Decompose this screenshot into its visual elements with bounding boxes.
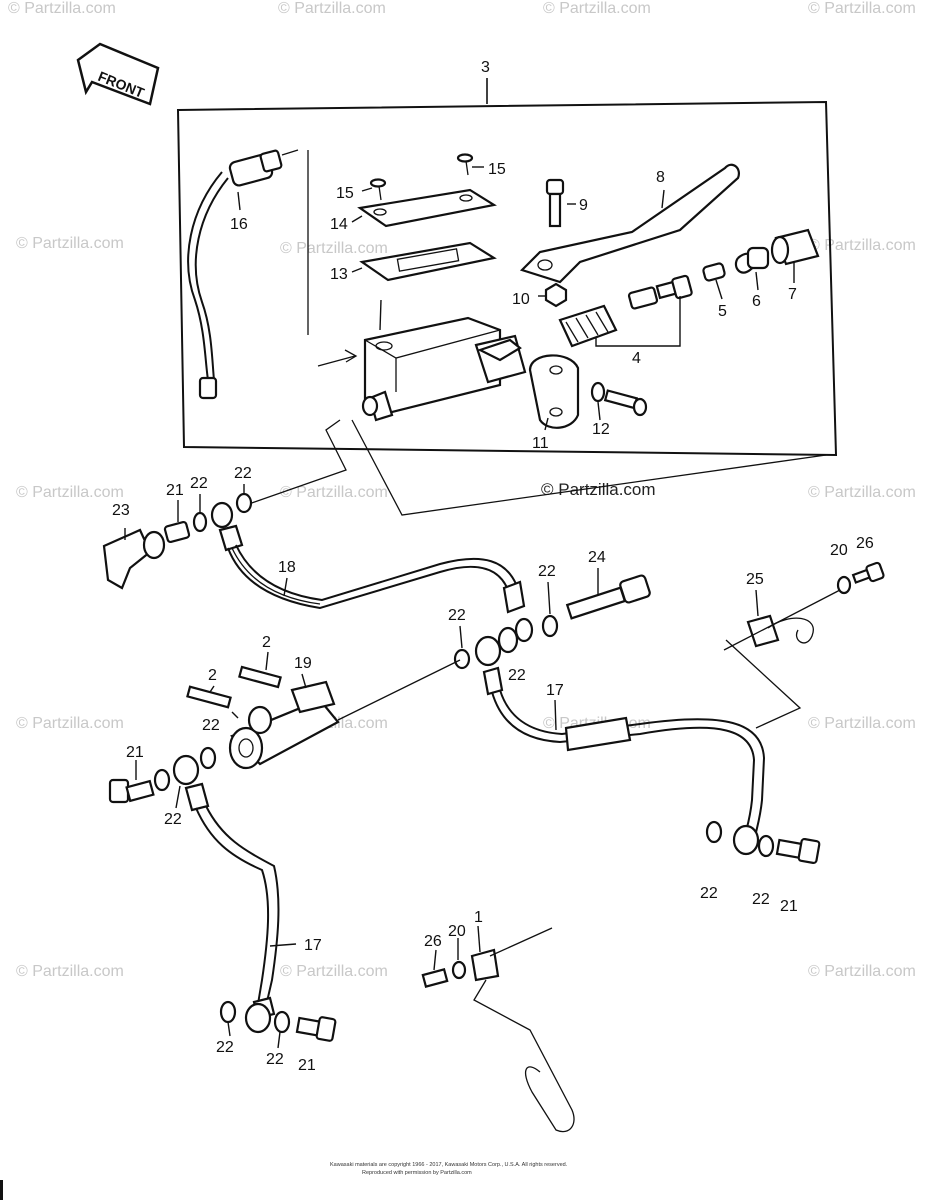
banjo-bolt <box>163 511 208 544</box>
hose-bracket <box>421 927 575 1133</box>
clamp-bolt <box>590 381 648 417</box>
watermark-text: © Partzilla.com <box>8 0 116 17</box>
label-10: 10 <box>512 291 530 308</box>
label-15: 15 <box>336 185 354 202</box>
hose-clamp <box>723 589 841 651</box>
lever-pivot-nut <box>544 282 568 308</box>
label-21: 21 <box>780 898 798 915</box>
front-direction-arrow: FRONT <box>76 42 160 106</box>
label-leaders <box>124 166 795 1049</box>
label-11: 11 <box>532 435 549 452</box>
label-21: 21 <box>126 744 144 761</box>
label-14: 14 <box>330 216 348 233</box>
watermark-text: © Partzilla.com <box>808 237 916 254</box>
watermark-text: © Partzilla.com <box>16 715 124 732</box>
handlebar-clamp <box>528 354 580 429</box>
label-21: 21 <box>298 1057 316 1074</box>
part-number-labels: 3 16 15 15 14 13 9 8 10 5 6 7 4 11 12 23… <box>112 59 874 1074</box>
label-3: 3 <box>481 59 490 76</box>
lever-boot <box>770 228 820 266</box>
label-22: 22 <box>752 891 770 908</box>
watermark-text: © Partzilla.com <box>16 235 124 252</box>
brake-light-switch <box>187 149 309 400</box>
label-4: 4 <box>632 350 641 367</box>
label-20: 20 <box>830 542 848 559</box>
label-8: 8 <box>656 169 665 186</box>
watermark-text: © Partzilla.com <box>278 0 386 17</box>
label-20: 20 <box>448 923 466 940</box>
watermark-text: © Partzilla.com <box>16 963 124 980</box>
label-17: 17 <box>546 682 564 699</box>
label-15: 15 <box>488 161 506 178</box>
label-23: 23 <box>112 502 130 519</box>
watermark-text: © Partzilla.com <box>808 963 916 980</box>
label-22: 22 <box>538 563 556 580</box>
edge-mark <box>0 1180 3 1200</box>
dust-seal <box>702 262 726 282</box>
hose-leader-lines <box>245 419 827 516</box>
lever-pivot-bolt <box>545 178 565 228</box>
spring-clip <box>734 246 770 274</box>
label-18: 18 <box>278 559 296 576</box>
label-22: 22 <box>216 1039 234 1056</box>
watermark-text: © Partzilla.com <box>808 715 916 732</box>
label-22: 22 <box>202 717 220 734</box>
label-25: 25 <box>746 571 764 588</box>
banjo-bolt-long <box>541 574 651 638</box>
label-12: 12 <box>592 421 610 438</box>
label-22: 22 <box>190 475 208 492</box>
cap-screw <box>456 153 474 176</box>
watermark-text: © Partzilla.com <box>16 484 124 501</box>
label-21: 21 <box>166 482 184 499</box>
label-2: 2 <box>262 634 271 651</box>
piston-assembly <box>558 274 693 348</box>
label-26: 26 <box>424 933 442 950</box>
label-19: 19 <box>294 655 312 672</box>
watermark-main-text: © Partzilla.com <box>541 480 656 499</box>
copyright-line: Kawasaki materials are copyright 1966 - … <box>330 1162 568 1168</box>
copyright-line: Reproduced with permission by Partzilla.… <box>362 1170 472 1176</box>
label-16: 16 <box>230 216 248 233</box>
brake-lever <box>519 163 740 284</box>
banjo-bolt-cap <box>102 528 166 590</box>
label-9: 9 <box>579 197 588 214</box>
watermark-text: © Partzilla.com <box>280 240 388 257</box>
copyright-footer: Kawasaki materials are copyright 1966 - … <box>330 1162 568 1176</box>
label-24: 24 <box>588 549 606 566</box>
label-2: 2 <box>208 667 217 684</box>
brake-hose-right <box>482 639 821 865</box>
label-17: 17 <box>304 937 322 954</box>
label-5: 5 <box>718 303 727 320</box>
brake-hose-left <box>108 746 337 1042</box>
three-way-joint <box>186 617 534 770</box>
label-22: 22 <box>700 885 718 902</box>
label-22: 22 <box>448 607 466 624</box>
label-13: 13 <box>330 266 348 283</box>
label-22: 22 <box>266 1051 284 1068</box>
label-7: 7 <box>788 286 797 303</box>
watermark-text: © Partzilla.com <box>543 0 651 17</box>
label-26: 26 <box>856 535 874 552</box>
watermark-text: © Partzilla.com <box>280 963 388 980</box>
clamp-bolt-upper <box>836 561 885 595</box>
master-cylinder-body <box>317 316 527 422</box>
cap-screw <box>369 178 387 201</box>
watermark-text: © Partzilla.com <box>808 484 916 501</box>
watermark-text: © Partzilla.com <box>280 484 388 501</box>
brake-hose-upper <box>210 492 526 614</box>
label-22: 22 <box>164 811 182 828</box>
reservoir-cap <box>357 188 497 228</box>
watermark-layer: © Partzilla.com © Partzilla.com © Partzi… <box>8 0 916 980</box>
label-6: 6 <box>752 293 761 310</box>
label-22: 22 <box>508 667 526 684</box>
watermark-text: © Partzilla.com <box>808 0 916 17</box>
master-cylinder-assembly-outline <box>176 78 838 457</box>
label-22: 22 <box>234 465 252 482</box>
reservoir-diaphragm <box>359 241 497 282</box>
label-1: 1 <box>474 909 483 926</box>
